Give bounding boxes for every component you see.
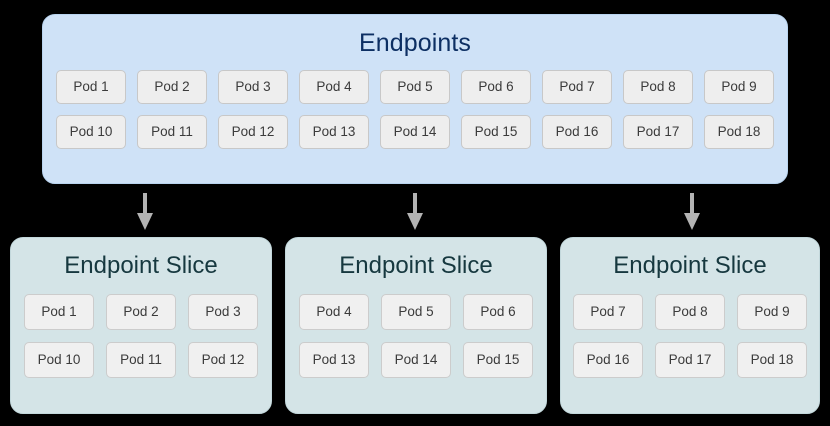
arrow-down-icon: [407, 193, 423, 230]
pod-box: Pod 13: [299, 342, 369, 378]
endpoint-slice-pod-row: Pod 16 Pod 17 Pod 18: [561, 342, 819, 378]
pod-box: Pod 3: [188, 294, 258, 330]
endpoint-slice-container-2: Endpoint Slice Pod 4 Pod 5 Pod 6 Pod 13 …: [285, 237, 547, 414]
endpoint-slice-pod-grid: Pod 4 Pod 5 Pod 6 Pod 13 Pod 14 Pod 15: [286, 280, 546, 378]
pod-box: Pod 16: [542, 115, 612, 149]
pod-box: Pod 17: [623, 115, 693, 149]
arrow-down-icon: [684, 193, 700, 230]
endpoint-slice-pod-row: Pod 7 Pod 8 Pod 9: [561, 294, 819, 330]
pod-box: Pod 10: [24, 342, 94, 378]
pod-box: Pod 14: [381, 342, 451, 378]
endpoint-slice-pod-row: Pod 4 Pod 5 Pod 6: [286, 294, 546, 330]
pod-box: Pod 12: [218, 115, 288, 149]
pod-box: Pod 15: [461, 115, 531, 149]
pod-box: Pod 4: [299, 294, 369, 330]
pod-box: Pod 6: [461, 70, 531, 104]
pod-box: Pod 9: [737, 294, 807, 330]
pod-box: Pod 12: [188, 342, 258, 378]
pod-box: Pod 13: [299, 115, 369, 149]
pod-box: Pod 11: [106, 342, 176, 378]
pod-box: Pod 3: [218, 70, 288, 104]
pod-box: Pod 17: [655, 342, 725, 378]
endpoint-slice-container-1: Endpoint Slice Pod 1 Pod 2 Pod 3 Pod 10 …: [10, 237, 272, 414]
pod-box: Pod 15: [463, 342, 533, 378]
endpoint-slice-title: Endpoint Slice: [64, 252, 218, 279]
pod-box: Pod 18: [704, 115, 774, 149]
endpoint-slice-pod-row: Pod 1 Pod 2 Pod 3: [11, 294, 271, 330]
pod-box: Pod 18: [737, 342, 807, 378]
endpoint-slice-title: Endpoint Slice: [613, 252, 767, 279]
pod-box: Pod 5: [380, 70, 450, 104]
pod-box: Pod 8: [623, 70, 693, 104]
pod-box: Pod 9: [704, 70, 774, 104]
pod-box: Pod 4: [299, 70, 369, 104]
endpoints-pod-grid: Pod 1 Pod 2 Pod 3 Pod 4 Pod 5 Pod 6 Pod …: [43, 58, 787, 149]
pod-box: Pod 5: [381, 294, 451, 330]
endpoints-container: Endpoints Pod 1 Pod 2 Pod 3 Pod 4 Pod 5 …: [42, 14, 788, 184]
pod-box: Pod 8: [655, 294, 725, 330]
endpoints-pod-row: Pod 1 Pod 2 Pod 3 Pod 4 Pod 5 Pod 6 Pod …: [53, 70, 777, 104]
endpoint-slice-pod-row: Pod 10 Pod 11 Pod 12: [11, 342, 271, 378]
pod-box: Pod 2: [106, 294, 176, 330]
endpoint-slice-pod-row: Pod 13 Pod 14 Pod 15: [286, 342, 546, 378]
pod-box: Pod 14: [380, 115, 450, 149]
pod-box: Pod 16: [573, 342, 643, 378]
pod-box: Pod 1: [56, 70, 126, 104]
endpoints-pod-row: Pod 10 Pod 11 Pod 12 Pod 13 Pod 14 Pod 1…: [53, 115, 777, 149]
endpoint-slice-container-3: Endpoint Slice Pod 7 Pod 8 Pod 9 Pod 16 …: [560, 237, 820, 414]
pod-box: Pod 1: [24, 294, 94, 330]
endpoint-slice-title: Endpoint Slice: [339, 252, 493, 279]
arrow-down-icon: [137, 193, 153, 230]
endpoint-slice-pod-grid: Pod 7 Pod 8 Pod 9 Pod 16 Pod 17 Pod 18: [561, 280, 819, 378]
pod-box: Pod 7: [542, 70, 612, 104]
pod-box: Pod 2: [137, 70, 207, 104]
pod-box: Pod 10: [56, 115, 126, 149]
pod-box: Pod 7: [573, 294, 643, 330]
pod-box: Pod 6: [463, 294, 533, 330]
endpoints-title: Endpoints: [358, 29, 472, 57]
pod-box: Pod 11: [137, 115, 207, 149]
endpoint-slice-pod-grid: Pod 1 Pod 2 Pod 3 Pod 10 Pod 11 Pod 12: [11, 280, 271, 378]
